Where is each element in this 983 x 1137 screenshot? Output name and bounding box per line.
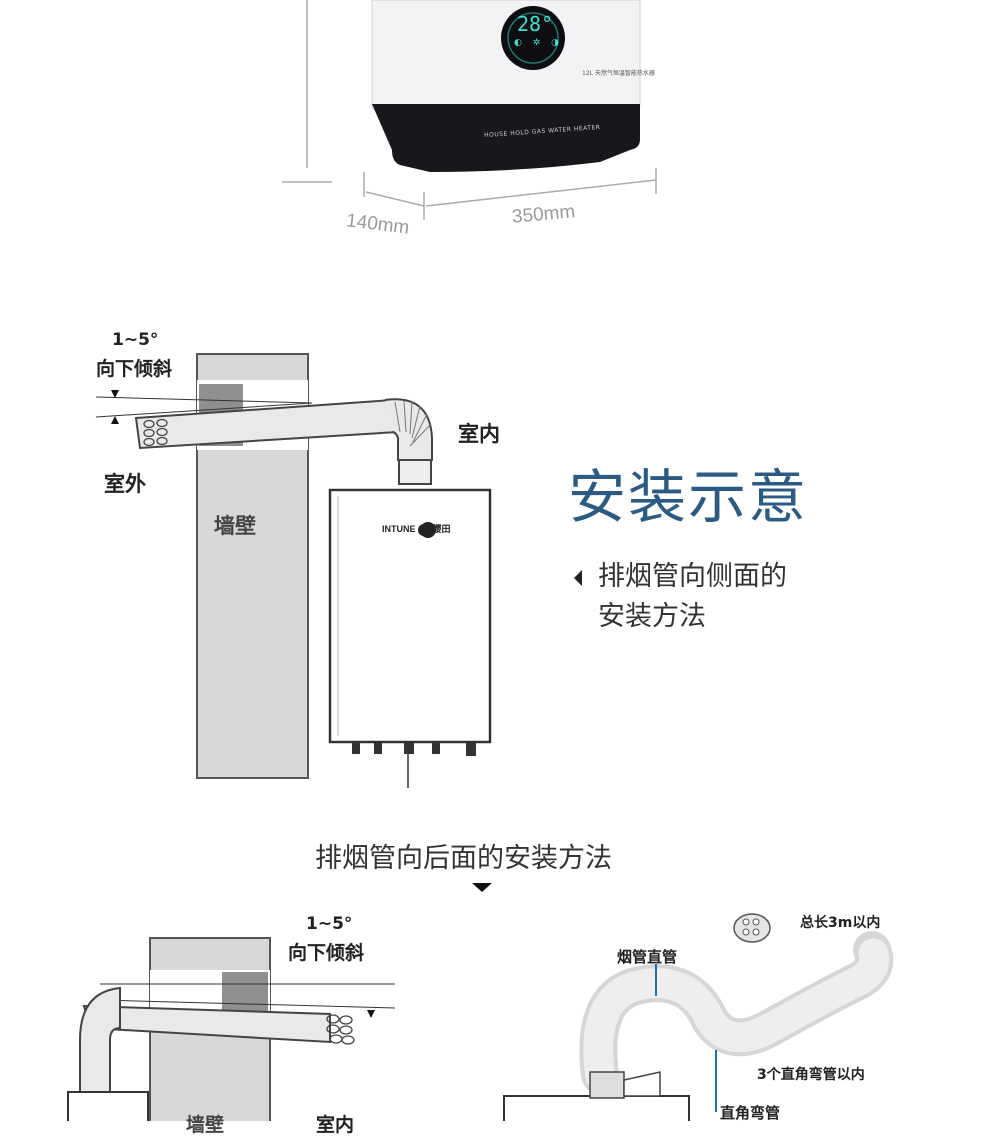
brand-logo: INTUNE 樱田 bbox=[382, 522, 451, 536]
elbow-label: 直角弯管 bbox=[720, 1104, 781, 1122]
back-method-heading: 排烟管向后面的安装方法 bbox=[315, 843, 612, 874]
indoor-label: 室内 bbox=[458, 422, 500, 446]
slope-label-line1: 1~5° bbox=[112, 330, 159, 350]
heater-bottom-band bbox=[372, 104, 640, 172]
straight-pipe-label: 烟管直管 bbox=[617, 948, 678, 966]
width-dimension-line bbox=[425, 179, 657, 207]
heater-front-panel bbox=[371, 0, 641, 113]
display-icons: ◐ ✲ ◑ bbox=[514, 38, 563, 48]
down-triangle-icon bbox=[472, 883, 492, 892]
installation-title: 安装示意 bbox=[568, 463, 809, 531]
display-temperature: 28° bbox=[517, 12, 554, 36]
brand-mark-icon bbox=[418, 523, 431, 536]
depth-dimension-line bbox=[365, 191, 425, 207]
back-slope-line2: 向下倾斜 bbox=[288, 942, 365, 964]
outdoor-label: 室外 bbox=[104, 472, 146, 496]
heater-model-tag: 12L 天然气恒温智能热水器 bbox=[582, 70, 655, 77]
wall-label: 墙壁 bbox=[214, 514, 256, 538]
heater-unit-side bbox=[328, 488, 492, 744]
side-installation-diagram bbox=[95, 353, 492, 788]
brand-name: INTUNE bbox=[382, 524, 416, 534]
slope-label-line2: 向下倾斜 bbox=[96, 358, 173, 380]
control-display bbox=[501, 6, 565, 70]
back-wall-label: 墙壁 bbox=[186, 1114, 225, 1136]
side-method-desc-line1: 排烟管向侧面的 bbox=[598, 561, 787, 592]
left-triangle-icon bbox=[574, 570, 582, 586]
elbow-count-label: 3个直角弯管以内 bbox=[757, 1067, 865, 1083]
flexible-pipe-diagram bbox=[503, 913, 894, 1121]
back-indoor-label: 室内 bbox=[316, 1114, 355, 1136]
flexible-pipe bbox=[579, 931, 894, 1094]
back-installation-diagram bbox=[67, 937, 396, 1121]
heater-product-illustration bbox=[282, 0, 657, 220]
back-slope-line1: 1~5° bbox=[306, 914, 353, 934]
total-length-label: 总长3m以内 bbox=[800, 915, 881, 931]
side-method-desc-line2: 安装方法 bbox=[598, 601, 706, 632]
heater-top-back bbox=[503, 1095, 690, 1121]
brand-name-cn: 樱田 bbox=[432, 524, 451, 534]
